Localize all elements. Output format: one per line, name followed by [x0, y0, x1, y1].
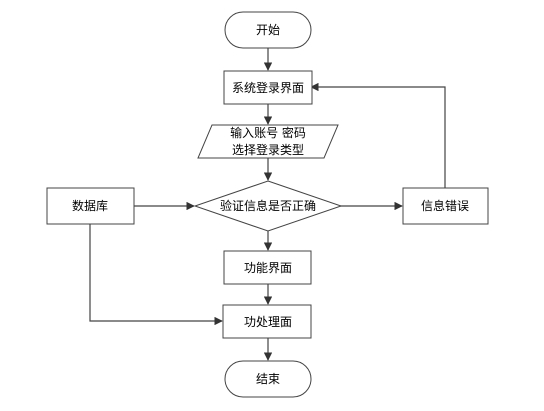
verify-label: 验证信息是否正确 — [220, 198, 316, 213]
processing-screen-process: 功处理面 — [222, 304, 312, 339]
database-label: 数据库 — [72, 198, 108, 213]
error-label: 信息错误 — [421, 198, 469, 213]
verify-decision: 验证信息是否正确 — [193, 180, 343, 232]
database-box: 数据库 — [46, 187, 135, 225]
input-label-line2: 选择登录类型 — [232, 142, 304, 157]
start-label: 开始 — [256, 23, 280, 37]
start-terminal: 开始 — [224, 11, 312, 49]
flow-edges — [89, 48, 446, 361]
edge-error-back-to-login — [310, 82, 446, 188]
function-screen-process: 功能界面 — [223, 250, 312, 285]
processing-screen-label: 功处理面 — [244, 315, 292, 329]
error-box: 信息错误 — [402, 187, 489, 225]
login-screen-process: 系统登录界面 — [223, 70, 313, 105]
login-screen-label: 系统登录界面 — [232, 80, 304, 95]
end-terminal: 结束 — [224, 360, 312, 398]
edge-database-to-processing — [89, 224, 223, 326]
function-screen-label: 功能界面 — [244, 261, 292, 275]
credentials-input-data: 输入账号 密码 选择登录类型 — [197, 124, 339, 159]
input-label-line1: 输入账号 密码 — [230, 125, 306, 140]
end-label: 结束 — [256, 372, 280, 386]
